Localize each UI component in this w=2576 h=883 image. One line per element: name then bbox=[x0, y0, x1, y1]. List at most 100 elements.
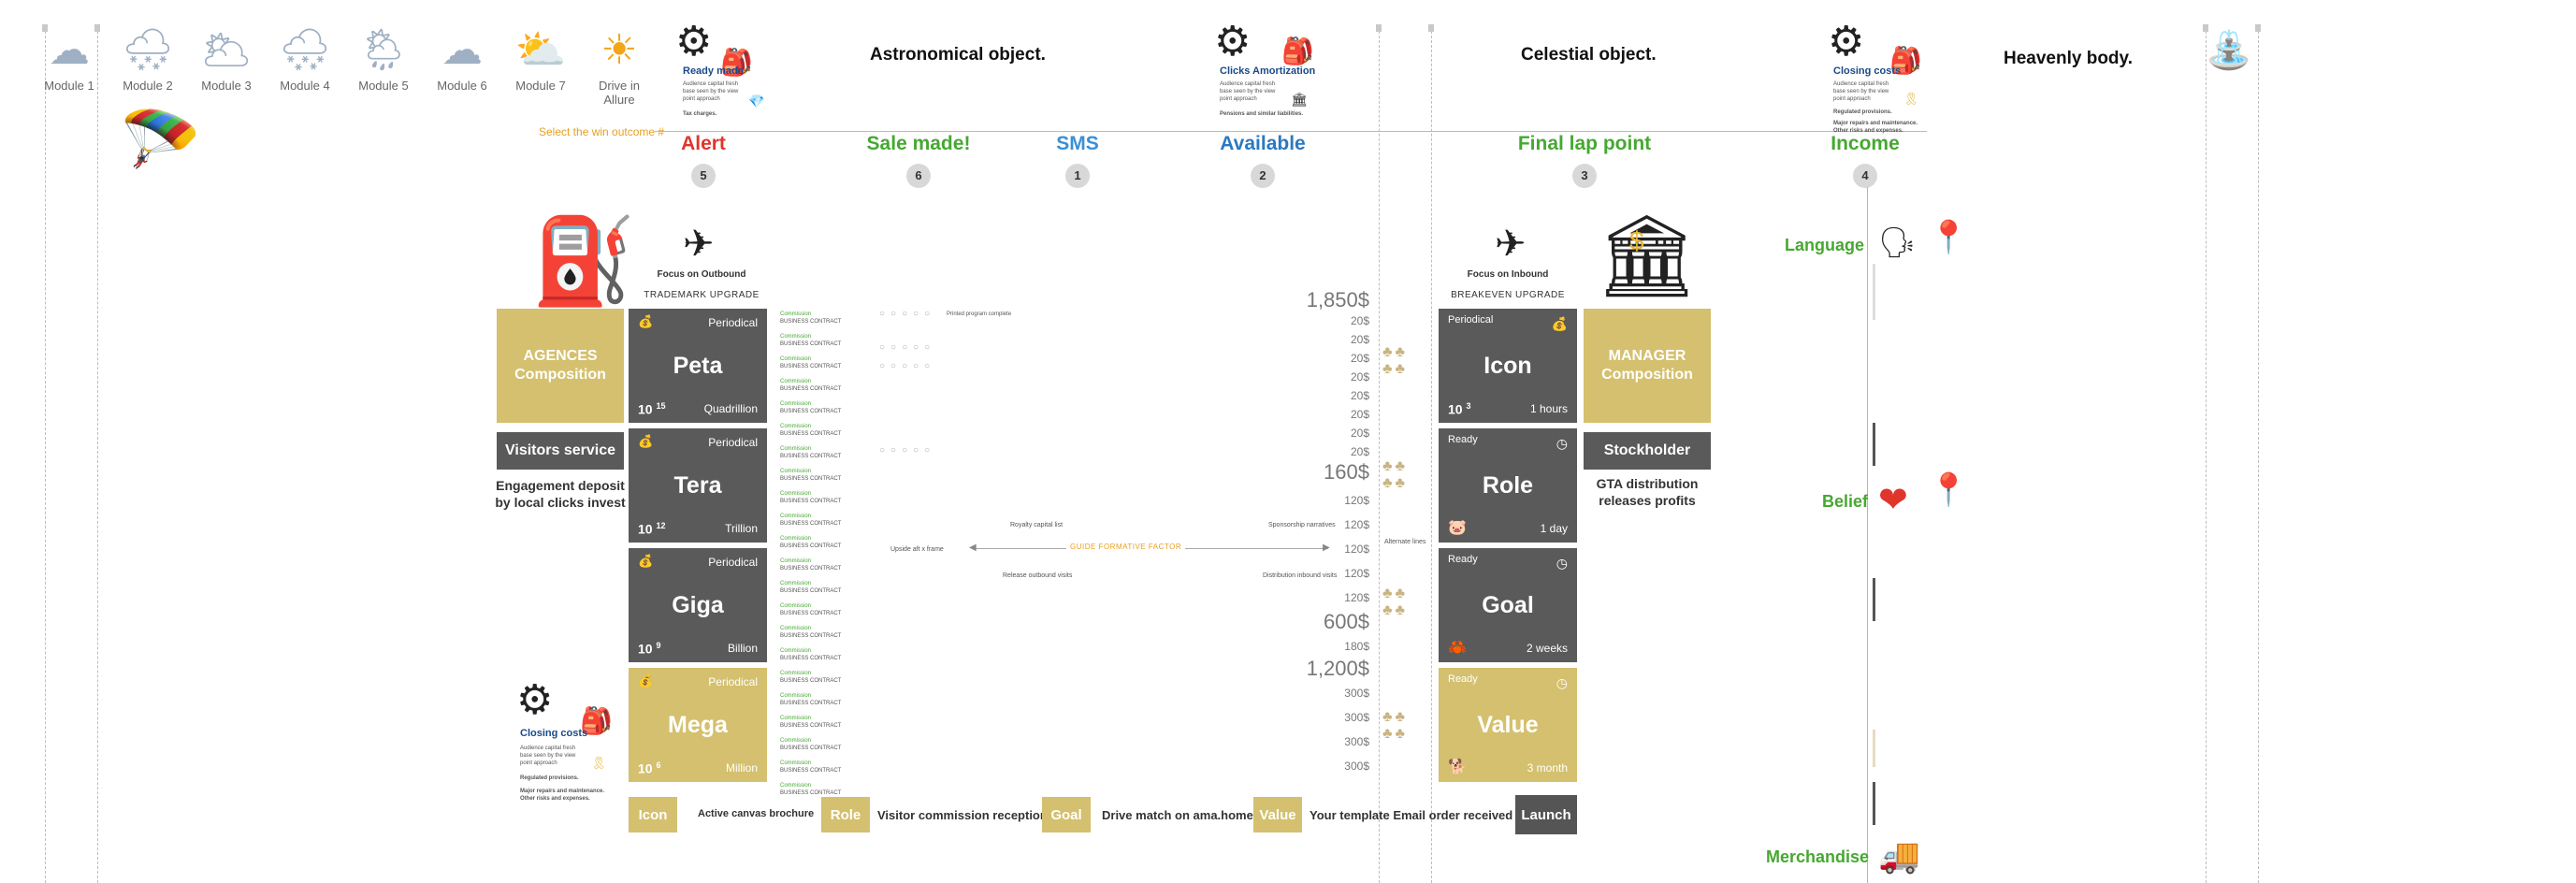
snow-cloud-icon: 🌨 bbox=[122, 27, 174, 73]
flow-alternate: Alternate lines bbox=[1384, 539, 1426, 545]
closing-top-major: Major repairs and maintenance. Other ris… bbox=[1833, 121, 1918, 134]
engagement-caption: Engagement deposit by local clicks inves… bbox=[495, 478, 626, 510]
price-160: 160$ bbox=[1324, 460, 1369, 484]
coin-icon: 💰 bbox=[638, 314, 654, 328]
box-unit: Million bbox=[725, 761, 758, 774]
chip-icon[interactable]: Icon bbox=[629, 797, 677, 832]
exp-power: 12 bbox=[656, 521, 666, 531]
module-item[interactable]: ⛅ Module 7 bbox=[505, 26, 576, 93]
module-item[interactable]: 🌦Module 5 bbox=[348, 26, 419, 93]
module-item[interactable]: 🌨Module 2 bbox=[112, 26, 183, 93]
module-item[interactable]: 🌥Module 3 bbox=[191, 26, 262, 93]
box-name: Role bbox=[1482, 471, 1534, 499]
note-commission: Commission bbox=[780, 648, 812, 654]
price-small: 120$ bbox=[1344, 567, 1369, 580]
progress-dots: ○○○○○ bbox=[879, 361, 936, 371]
module-label: Module 1 bbox=[44, 79, 94, 93]
chip-goal[interactable]: Goal bbox=[1042, 797, 1091, 832]
module-label: Module 6 bbox=[437, 79, 487, 93]
dots-caption: Printed program complete bbox=[947, 311, 1012, 317]
heading-astronomical: Astronomical object. bbox=[870, 45, 1046, 65]
outcome-number: 1 bbox=[1065, 164, 1090, 188]
module-label: Module 7 bbox=[515, 79, 566, 93]
outcome-number: 6 bbox=[906, 164, 931, 188]
closing-bottom-major: Major repairs and maintenance. Other ris… bbox=[520, 789, 605, 802]
price-small: 300$ bbox=[1344, 711, 1369, 724]
outcome-label[interactable]: SMS bbox=[1056, 133, 1099, 154]
cloud-sun-icon: 🌥 bbox=[200, 27, 253, 73]
note-business: BUSINESS CONTRACT bbox=[780, 745, 842, 751]
price-small: 120$ bbox=[1344, 591, 1369, 604]
stockholder-button[interactable]: Stockholder bbox=[1584, 432, 1711, 470]
period-box-role[interactable]: Ready◷Role🐷1 day bbox=[1439, 428, 1577, 543]
box-tag: Periodical bbox=[708, 436, 758, 449]
module-item[interactable]: 🌨Module 4 bbox=[269, 26, 340, 93]
outcome-label[interactable]: Alert bbox=[681, 133, 726, 154]
note-commission: Commission bbox=[780, 783, 812, 789]
note-commission: Commission bbox=[780, 424, 812, 429]
module-item[interactable]: ☁Module 1 bbox=[34, 26, 105, 93]
outcome-number: 4 bbox=[1853, 164, 1877, 188]
chip-role[interactable]: Role bbox=[821, 797, 870, 832]
note-business: BUSINESS CONTRACT bbox=[780, 678, 842, 684]
grid-tick bbox=[2255, 24, 2261, 32]
outcome-number: 3 bbox=[1572, 164, 1597, 188]
chip-value[interactable]: Value bbox=[1253, 797, 1302, 832]
chip-description: Active canvas brochure bbox=[698, 808, 815, 819]
period-box-value[interactable]: Ready◷Value🐕3 month bbox=[1439, 668, 1577, 782]
note-commission: Commission bbox=[780, 379, 812, 384]
box-exponent: 10 6 bbox=[638, 760, 660, 776]
outcome-number: 5 bbox=[691, 164, 716, 188]
grid-tick bbox=[42, 24, 48, 32]
grid-line bbox=[2206, 26, 2207, 883]
price-small: 180$ bbox=[1344, 640, 1369, 653]
tree-icons: ♣♣♣♣ bbox=[1382, 709, 1408, 742]
axis-bar bbox=[1873, 578, 1875, 621]
price-small: 300$ bbox=[1344, 687, 1369, 700]
grid-tick bbox=[94, 24, 100, 32]
flow-royalty: Royalty capital list bbox=[1010, 522, 1064, 528]
sun-behind-cloud-icon: ⛅ bbox=[514, 27, 567, 73]
box-exponent: 10 9 bbox=[638, 641, 660, 657]
label-belief: Belief bbox=[1822, 492, 1869, 511]
exp-base: 10 bbox=[638, 761, 653, 776]
closing-bottom-provisions: Regulated provisions. bbox=[520, 775, 579, 781]
outcome-label[interactable]: Available bbox=[1220, 133, 1306, 154]
fountain-icon: ⛲ bbox=[2206, 30, 2252, 71]
outcome-label[interactable]: Sale made! bbox=[866, 133, 971, 154]
arrow-head-right: ▶ bbox=[1323, 543, 1330, 553]
tree-icons: ♣♣♣♣ bbox=[1382, 344, 1408, 377]
note-commission: Commission bbox=[780, 401, 812, 407]
module-item[interactable]: ☀ Drive in Allure bbox=[584, 26, 655, 107]
coin-icon: 💰 bbox=[1551, 316, 1568, 331]
backpack-icon: 🎒 bbox=[1889, 46, 1922, 75]
clock-icon: ◷ bbox=[1556, 556, 1568, 571]
module-item[interactable]: ☁Module 6 bbox=[427, 26, 498, 93]
module-label: Drive in Allure bbox=[598, 79, 641, 107]
flow-upside: Upside aft x frame bbox=[890, 546, 944, 553]
crab-icon: 🦀 bbox=[1448, 640, 1467, 656]
launch-button[interactable]: Launch bbox=[1515, 795, 1577, 834]
visitors-service-button[interactable]: Visitors service bbox=[497, 432, 624, 470]
outcome-label[interactable]: Final lap point bbox=[1517, 133, 1652, 154]
chip-description: Visitor commission reception bbox=[877, 808, 1048, 822]
period-box-goal[interactable]: Ready◷Goal🦀2 weeks bbox=[1439, 548, 1577, 662]
backpack-icon: 🎒 bbox=[720, 48, 753, 77]
heart-icon: ❤ bbox=[1878, 481, 1908, 520]
box-name: Icon bbox=[1483, 352, 1532, 379]
ribbon-icon: 🎗 bbox=[591, 756, 607, 770]
box-name: Mega bbox=[668, 711, 728, 738]
sun-icon: ☀ bbox=[601, 27, 638, 73]
note-business: BUSINESS CONTRACT bbox=[780, 319, 842, 325]
truck-icon: 🚚 bbox=[1878, 836, 1920, 875]
box-unit: Quadrillion bbox=[703, 402, 758, 415]
backpack-icon: 🎒 bbox=[580, 706, 613, 735]
airplane-icon: ✈ bbox=[683, 224, 715, 265]
box-tag: Periodical bbox=[708, 675, 758, 688]
outcome-label[interactable]: Income bbox=[1831, 133, 1900, 154]
